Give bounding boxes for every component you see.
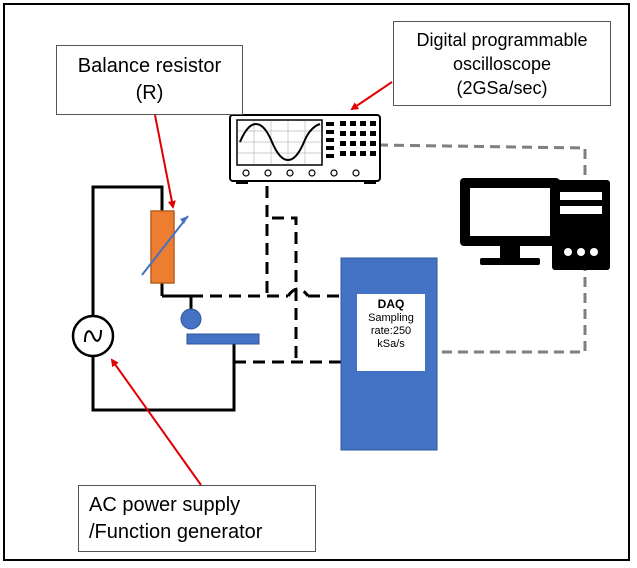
balance-resistor-callout: Balance resistor (R) xyxy=(56,45,243,115)
daq-title: DAQ xyxy=(377,297,405,311)
computer-icon xyxy=(460,178,610,270)
oscilloscope-icon xyxy=(229,114,381,184)
balance-resistor-symbol: (R) xyxy=(135,82,164,104)
daq-label: DAQ Sampling rate:250 kSa/s xyxy=(357,294,425,371)
electrode-plate xyxy=(186,333,260,345)
balance-resistor-label: Balance resistor xyxy=(77,55,222,77)
oscilloscope-rate: (2GSa/sec) xyxy=(456,78,548,98)
ac-source-icon xyxy=(71,314,115,358)
electrode-ball xyxy=(180,308,202,330)
oscilloscope-label-line2: oscilloscope xyxy=(452,54,552,74)
power-supply-label-line1: AC power supply xyxy=(89,494,241,516)
variable-resistor-icon xyxy=(141,210,189,284)
annotation-arrows xyxy=(110,81,393,486)
daq-sampling: Sampling xyxy=(368,312,414,324)
signal-wires xyxy=(191,186,341,364)
power-supply-label-line2: /Function generator xyxy=(89,521,263,543)
oscilloscope-label-line1: Digital programmable xyxy=(416,30,588,50)
power-supply-callout: AC power supply /Function generator xyxy=(78,485,316,552)
daq-rate: rate:250 xyxy=(370,325,412,337)
daq-unit: kSa/s xyxy=(377,338,405,350)
circuit-wires xyxy=(91,185,236,412)
oscilloscope-callout: Digital programmable oscilloscope (2GSa/… xyxy=(393,21,611,106)
